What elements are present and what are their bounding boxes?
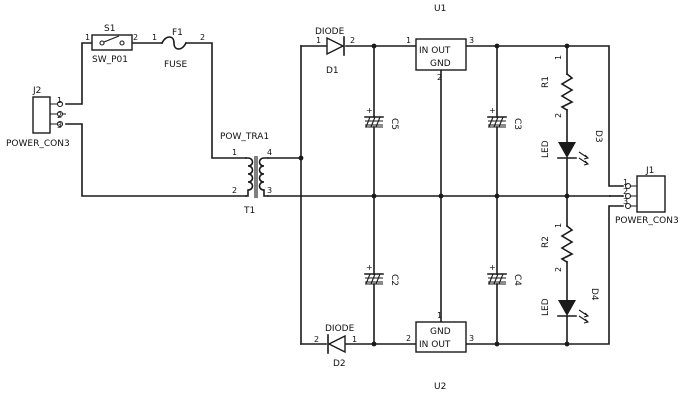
resistor-r1: R1 1 2 — [541, 55, 574, 118]
u1-pin3: 3 — [469, 36, 474, 45]
j1-label: J1 — [645, 166, 654, 176]
f1-name: FUSE — [164, 60, 187, 70]
t1-pin2: 2 — [232, 186, 237, 195]
t1-pin4: 4 — [267, 148, 272, 157]
u2-label: U2 — [434, 382, 446, 392]
u1-gnd: GND — [430, 59, 451, 69]
u1-label: U1 — [434, 4, 446, 14]
u2-inout: IN OUT — [419, 340, 451, 350]
capacitor-c2: + C2 — [364, 263, 399, 286]
c4-label: C4 — [512, 274, 522, 286]
f1-pin1: 1 — [152, 33, 157, 42]
capacitor-c3: + C3 — [487, 106, 522, 130]
j1-pin2: 2 — [623, 187, 628, 196]
connector-j1: J1 POWER_CON3 1 2 3 — [615, 166, 679, 226]
d2-type: DIODE — [325, 324, 355, 334]
transformer-t1: POW_TRA1 T1 1 2 4 3 — [220, 132, 272, 216]
capacitor-c4: + C4 — [487, 263, 522, 286]
led-d4: LED D4 — [541, 288, 599, 324]
u1-inout: IN OUT — [419, 46, 451, 56]
d1-pin1: 1 — [316, 36, 321, 45]
u2-pin3: 3 — [469, 334, 474, 343]
c3-plus: + — [489, 106, 496, 115]
j2-name: POWER_CON3 — [6, 139, 70, 149]
j2-pin1: 1 — [57, 96, 62, 105]
u1-pin1: 1 — [406, 36, 411, 45]
junction-dots — [298, 43, 570, 347]
r2-label: R2 — [541, 236, 551, 248]
u2-pin1: 1 — [437, 311, 442, 320]
c3-label: C3 — [512, 118, 522, 130]
d4-label: D4 — [589, 288, 599, 301]
resistor-r2: R2 1 2 — [541, 223, 574, 272]
c5-label: C5 — [389, 118, 399, 130]
t1-pin3: 3 — [267, 186, 272, 195]
f1-pin2: 2 — [200, 33, 205, 42]
d1-label: D1 — [326, 66, 339, 76]
r2-pin1: 1 — [554, 223, 563, 228]
r2-pin2: 2 — [554, 267, 563, 272]
j1-pin1: 1 — [623, 178, 628, 187]
u2-gnd: GND — [430, 327, 451, 337]
regulator-u2: GND IN OUT U2 2 3 1 — [406, 311, 474, 392]
led1-label: LED — [541, 140, 551, 158]
led-d3: LED D3 — [541, 130, 603, 166]
u1-pin2: 2 — [437, 73, 442, 82]
s1-pin2: 2 — [133, 33, 138, 42]
d1-type: DIODE — [315, 27, 345, 37]
t1-pin1: 1 — [232, 148, 237, 157]
f1-label: F1 — [172, 28, 183, 38]
d2-pin2: 2 — [314, 335, 319, 344]
j2-pin3: 3 — [57, 121, 62, 130]
c4-plus: + — [489, 263, 496, 272]
s1-label: S1 — [104, 24, 115, 34]
d2-pin1: 1 — [352, 335, 357, 344]
pow-tra-label: POW_TRA1 — [220, 132, 269, 142]
c2-plus: + — [366, 263, 373, 272]
u2-pin2: 2 — [406, 334, 411, 343]
connector-j2: J2 POWER_CON3 1 2 3 — [6, 86, 70, 149]
s1-name: SW_P01 — [92, 55, 128, 65]
j1-pin3: 3 — [623, 197, 628, 206]
wires — [65, 42, 624, 345]
switch-s1: S1 SW_P01 1 2 — [85, 24, 138, 65]
j1-name: POWER_CON3 — [615, 216, 679, 226]
r1-pin1: 1 — [554, 55, 563, 60]
d2-label: D2 — [333, 359, 346, 369]
t1-label: T1 — [243, 206, 255, 216]
diode-d2: DIODE D2 2 1 — [314, 324, 357, 369]
led2-label: LED — [541, 298, 551, 316]
j2-pin2: 2 — [57, 111, 62, 120]
c2-label: C2 — [389, 274, 399, 286]
d3-label: D3 — [593, 130, 603, 143]
diode-d1: DIODE D1 1 2 — [315, 27, 355, 76]
fuse-f1: F1 FUSE 1 2 — [152, 28, 205, 70]
capacitor-c5: + C5 — [364, 106, 399, 130]
r1-pin2: 2 — [554, 113, 563, 118]
r1-label: R1 — [541, 76, 551, 88]
regulator-u1: IN OUT GND U1 1 3 2 — [406, 4, 474, 82]
c5-plus: + — [366, 106, 373, 115]
j2-label: J2 — [32, 86, 41, 96]
d1-pin2: 2 — [350, 36, 355, 45]
s1-pin1: 1 — [85, 33, 90, 42]
